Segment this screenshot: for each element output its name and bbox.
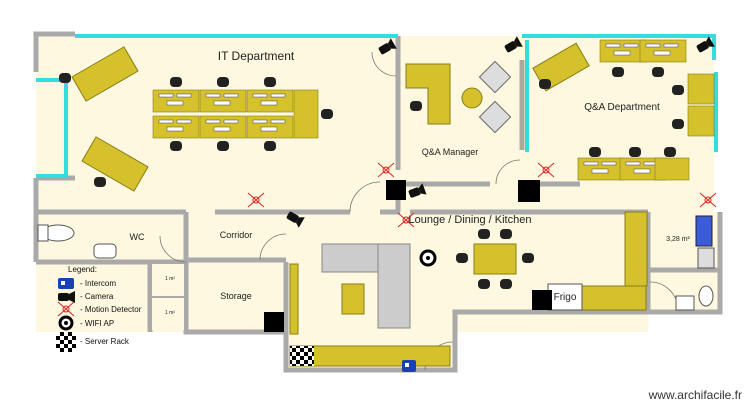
svg-text:- Server Rack: - Server Rack bbox=[80, 337, 130, 346]
server-rack-icon bbox=[290, 346, 314, 366]
room-label-lounge: Lounge / Dining / Kitchen bbox=[409, 214, 532, 226]
it-desks bbox=[59, 46, 333, 192]
svg-text:- Intercom: - Intercom bbox=[80, 279, 116, 288]
room-label-qa: Q&A Department bbox=[584, 102, 660, 113]
frigo-label: Frigo bbox=[554, 292, 577, 303]
qa-manager-furniture bbox=[405, 60, 512, 134]
wifi-ap-icon bbox=[58, 315, 74, 331]
room-label-it: IT Department bbox=[218, 49, 295, 63]
closet-area-2: 1 m² bbox=[165, 310, 175, 316]
legend-item-server-rack: - Server Rack bbox=[56, 332, 130, 352]
glass-walls bbox=[36, 34, 718, 178]
server-rack-icon bbox=[518, 180, 540, 202]
room-label-wc: WC bbox=[130, 232, 145, 242]
camera-icon bbox=[58, 291, 75, 303]
room-label-storage: Storage bbox=[220, 291, 252, 301]
server-rack-icon bbox=[532, 290, 552, 310]
server-rack-icon bbox=[56, 332, 76, 352]
legend-title: Legend: bbox=[68, 265, 97, 274]
qa-desks bbox=[532, 39, 715, 181]
svg-text:- Camera: - Camera bbox=[80, 292, 114, 301]
legend-item-intercom: - Intercom bbox=[58, 278, 116, 289]
watermark: www.archifacile.fr bbox=[648, 388, 742, 402]
legend-item-camera: - Camera bbox=[58, 291, 114, 303]
room-area-small: 3,28 m² bbox=[666, 236, 690, 243]
wifi-ap-icon bbox=[419, 249, 437, 267]
server-racks bbox=[264, 180, 552, 366]
room-label-qa-manager: Q&A Manager bbox=[422, 147, 479, 157]
closet-area-1: 1 m² bbox=[165, 276, 175, 282]
server-rack-icon bbox=[386, 180, 406, 200]
svg-text:- WIFI AP: - WIFI AP bbox=[80, 319, 114, 328]
server-rack-icon bbox=[264, 312, 284, 332]
svg-text:- Motion Detector: - Motion Detector bbox=[80, 305, 142, 314]
legend-item-motion-detector: - Motion Detector bbox=[57, 301, 142, 317]
closets bbox=[152, 264, 184, 330]
legend-item-wifi-ap: - WIFI AP bbox=[58, 315, 114, 331]
wc-fixtures bbox=[37, 224, 117, 259]
room-label-corridor: Corridor bbox=[220, 230, 253, 240]
intercom-icon bbox=[58, 278, 74, 289]
intercom-icon bbox=[402, 360, 416, 372]
legend: Legend: - Intercom - Camera - Motion Det… bbox=[56, 265, 142, 352]
